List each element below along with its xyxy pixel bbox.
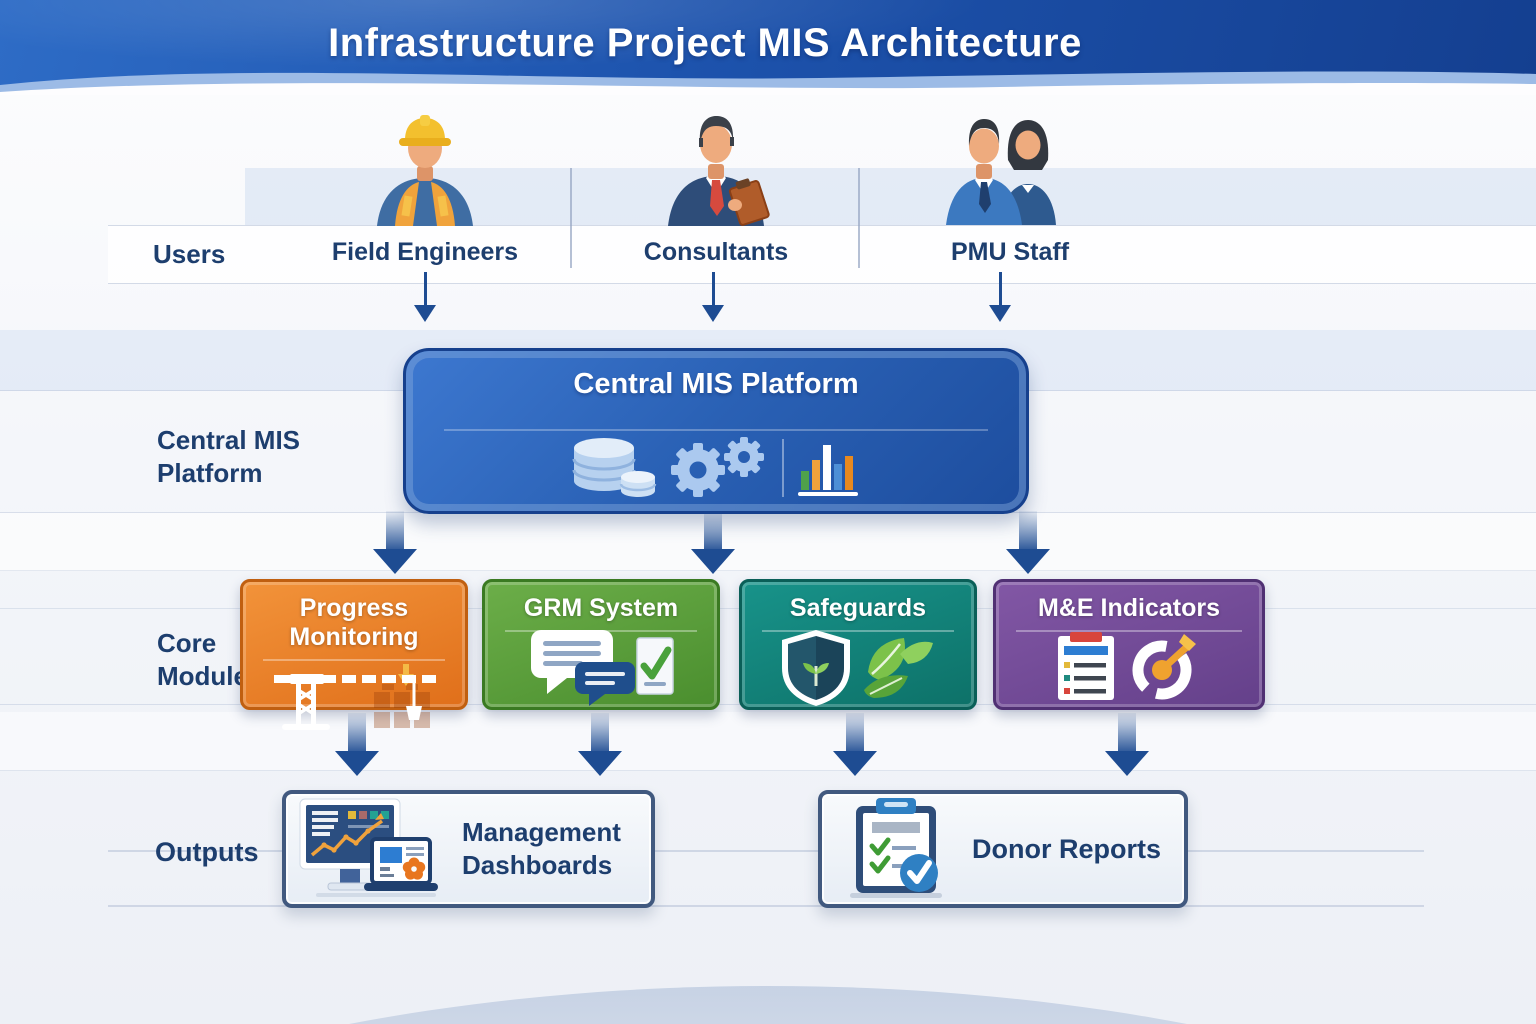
output-management-dashboards: Management Dashboards (282, 790, 655, 908)
row-label-users: Users (153, 239, 226, 269)
module-progress-monitoring: Progress Monitoring (240, 579, 468, 730)
output-label: Management Dashboards (462, 817, 621, 880)
dashboard-devices-icon (299, 798, 438, 897)
platform-divider (444, 429, 988, 431)
platform-icon-divider (782, 439, 784, 497)
module-safeguards: Safeguards (739, 579, 977, 710)
central-mis-platform-box: Central MIS Platform (403, 348, 1029, 514)
module-title: M&E Indicators (1038, 594, 1220, 622)
arrow-band-1 (0, 512, 1536, 571)
arrow-down-icon (989, 272, 1011, 322)
arrow-band-2 (0, 712, 1536, 771)
page-title: Infrastructure Project MIS Architecture (328, 21, 1082, 65)
bar-chart-icon (798, 445, 858, 496)
module-divider (762, 630, 954, 632)
module-grm-system: GRM System (482, 579, 720, 710)
arrow-down-icon (833, 713, 877, 776)
arrow-down-icon (702, 272, 724, 322)
user-label-field-engineers: Field Engineers (331, 238, 519, 266)
output-label: Donor Reports (972, 833, 1161, 864)
report-clipboard-icon (850, 798, 942, 898)
arrow-down-icon (578, 713, 622, 776)
arrow-down-icon (691, 511, 735, 574)
pmu-staff-icon (946, 119, 1056, 225)
shield-leaves-icon (781, 630, 933, 706)
module-me-indicators: M&E Indicators (993, 579, 1265, 710)
bottom-arc-decoration (0, 986, 1536, 1024)
field-engineer-icon (377, 115, 473, 226)
user-label-pmu-staff: PMU Staff (950, 238, 1070, 266)
column-divider (570, 168, 572, 268)
module-divider (1016, 630, 1242, 632)
chat-feedback-icon (531, 630, 674, 706)
arrow-down-icon (414, 272, 436, 322)
header-swoosh-curve (0, 71, 1536, 95)
row-label-central-mis-platform: Central MIS Platform (157, 425, 301, 488)
checklist-target-icon (1058, 632, 1196, 700)
row-label-outputs: Outputs (155, 837, 259, 867)
database-icon (572, 438, 657, 497)
gears-icon (671, 437, 764, 497)
module-title: Safeguards (789, 594, 927, 622)
module-title: Progress Monitoring (289, 594, 419, 651)
arrow-down-icon (373, 511, 417, 574)
header-banner: Infrastructure Project MIS Architecture (0, 0, 1536, 95)
user-label-consultants: Consultants (643, 238, 789, 266)
arrow-down-icon (1105, 713, 1149, 776)
central-mis-platform-title: Central MIS Platform (573, 368, 859, 400)
consultant-icon (668, 116, 770, 226)
arrow-down-icon (335, 713, 379, 776)
crane-construction-icon (274, 664, 436, 730)
module-title: GRM System (523, 594, 679, 622)
output-donor-reports: Donor Reports (818, 790, 1188, 908)
column-divider (858, 168, 860, 268)
arrow-down-icon (1006, 511, 1050, 574)
module-divider (263, 659, 445, 661)
